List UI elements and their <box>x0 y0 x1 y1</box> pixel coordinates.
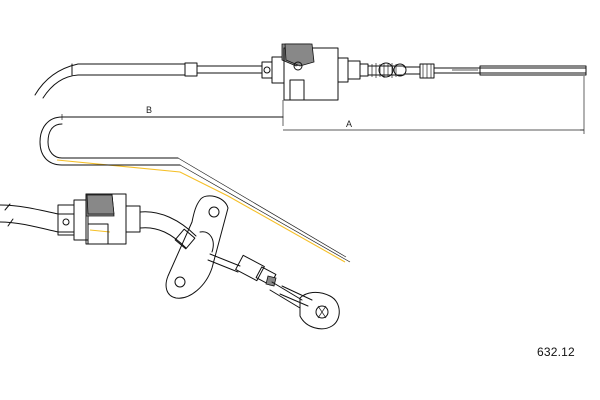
dimension-b <box>61 100 284 126</box>
mounting-bracket <box>165 195 229 299</box>
dimension-a-label: A <box>346 119 352 129</box>
lower-adjuster-housing <box>73 193 141 245</box>
cable-u-bend <box>39 116 351 263</box>
dimension-a <box>283 76 585 134</box>
lower-cable <box>0 203 75 236</box>
part-number: 632.12 <box>537 345 575 359</box>
upper-adjuster-housing <box>261 43 369 101</box>
dimension-b-label: B <box>146 105 152 115</box>
upper-cable <box>34 62 263 99</box>
upper-threaded-rod <box>367 62 587 79</box>
lower-tube <box>139 211 197 250</box>
lower-rod <box>207 253 340 330</box>
